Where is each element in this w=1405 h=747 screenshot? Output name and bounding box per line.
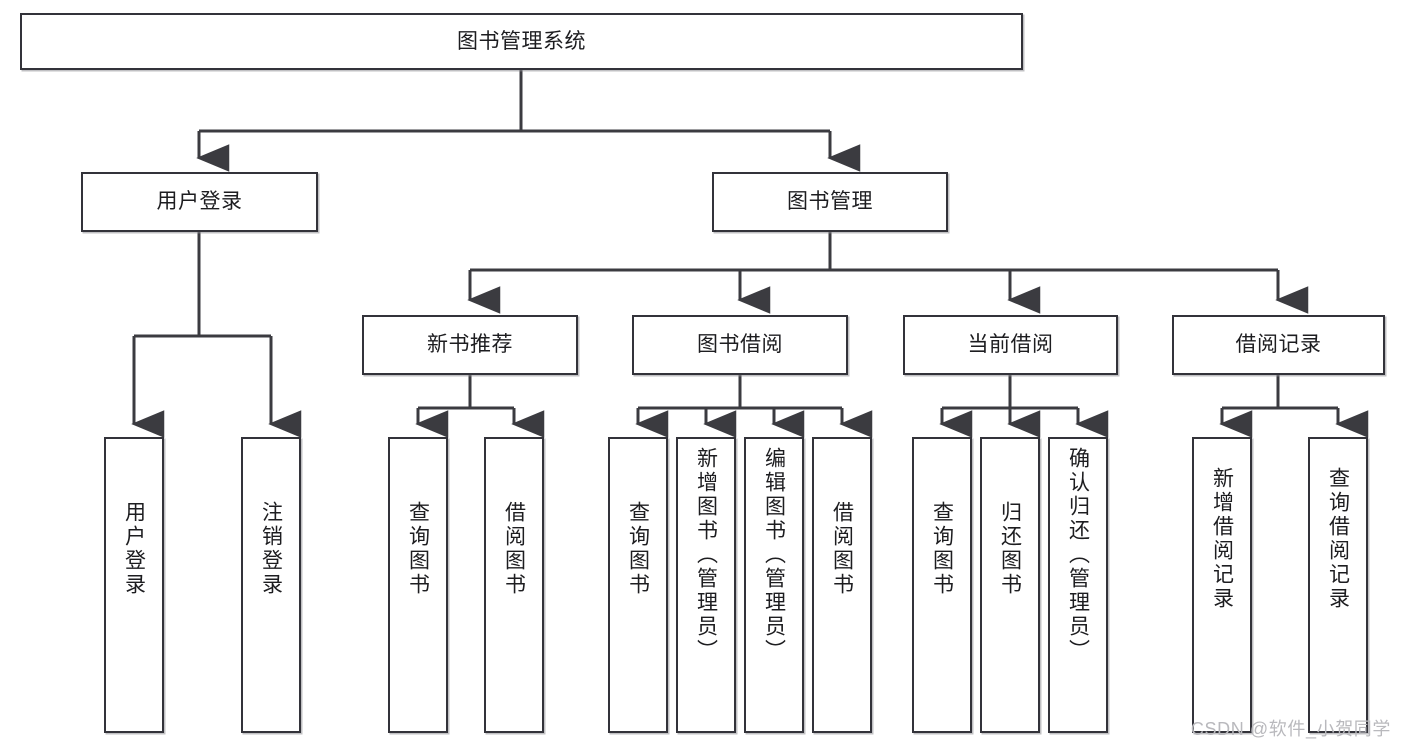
node-new-book-recommend[interactable]: 新书推荐	[362, 315, 578, 375]
node-book-borrow-label: 图书借阅	[697, 333, 783, 357]
node-leaf-borrow-book-1[interactable]: 借阅图书	[484, 437, 544, 733]
node-root[interactable]: 图书管理系统	[20, 13, 1023, 70]
node-leaf-query-book-2-label: 查询图书	[626, 501, 650, 597]
node-book-borrow[interactable]: 图书借阅	[632, 315, 848, 375]
node-leaf-user-logout-label: 注销登录	[259, 501, 283, 597]
node-book-manage[interactable]: 图书管理	[712, 172, 948, 232]
node-leaf-query-record[interactable]: 查询借阅记录	[1308, 437, 1368, 733]
node-leaf-return-book-label: 归还图书	[998, 501, 1022, 597]
node-current-borrow-label: 当前借阅	[967, 333, 1054, 357]
node-leaf-query-book-1-label: 查询图书	[406, 501, 430, 597]
node-leaf-confirm-return-label: 确认归还（管理员）	[1066, 447, 1090, 663]
node-leaf-add-book[interactable]: 新增图书（管理员）	[676, 437, 736, 733]
node-borrow-record[interactable]: 借阅记录	[1172, 315, 1385, 375]
node-leaf-add-book-label: 新增图书（管理员）	[694, 447, 718, 663]
node-leaf-query-book-3-label: 查询图书	[930, 501, 954, 597]
node-leaf-confirm-return[interactable]: 确认归还（管理员）	[1048, 437, 1108, 733]
node-current-borrow[interactable]: 当前借阅	[903, 315, 1118, 375]
node-leaf-query-book-1[interactable]: 查询图书	[388, 437, 448, 733]
node-leaf-edit-book[interactable]: 编辑图书（管理员）	[744, 437, 804, 733]
node-user-login[interactable]: 用户登录	[81, 172, 318, 232]
node-leaf-borrow-book-1-label: 借阅图书	[502, 501, 526, 597]
node-root-label: 图书管理系统	[457, 29, 586, 53]
node-leaf-borrow-book-2[interactable]: 借阅图书	[812, 437, 872, 733]
node-leaf-add-record-label: 新增借阅记录	[1210, 467, 1234, 611]
node-leaf-query-book-3[interactable]: 查询图书	[912, 437, 972, 733]
node-leaf-borrow-book-2-label: 借阅图书	[830, 501, 854, 597]
node-borrow-record-label: 借阅记录	[1235, 333, 1322, 357]
csdn-watermark: CSDN @软件_小贺同学	[1190, 719, 1391, 739]
node-leaf-return-book[interactable]: 归还图书	[980, 437, 1040, 733]
node-leaf-user-logout[interactable]: 注销登录	[241, 437, 301, 733]
node-book-manage-label: 图书管理	[787, 190, 873, 214]
node-leaf-query-record-label: 查询借阅记录	[1326, 467, 1350, 611]
node-new-book-recommend-label: 新书推荐	[427, 333, 513, 357]
node-leaf-edit-book-label: 编辑图书（管理员）	[762, 447, 786, 663]
node-user-login-label: 用户登录	[156, 190, 243, 214]
node-leaf-user-login-label: 用户登录	[122, 501, 146, 597]
node-leaf-add-record[interactable]: 新增借阅记录	[1192, 437, 1252, 733]
node-leaf-user-login[interactable]: 用户登录	[104, 437, 164, 733]
node-leaf-query-book-2[interactable]: 查询图书	[608, 437, 668, 733]
